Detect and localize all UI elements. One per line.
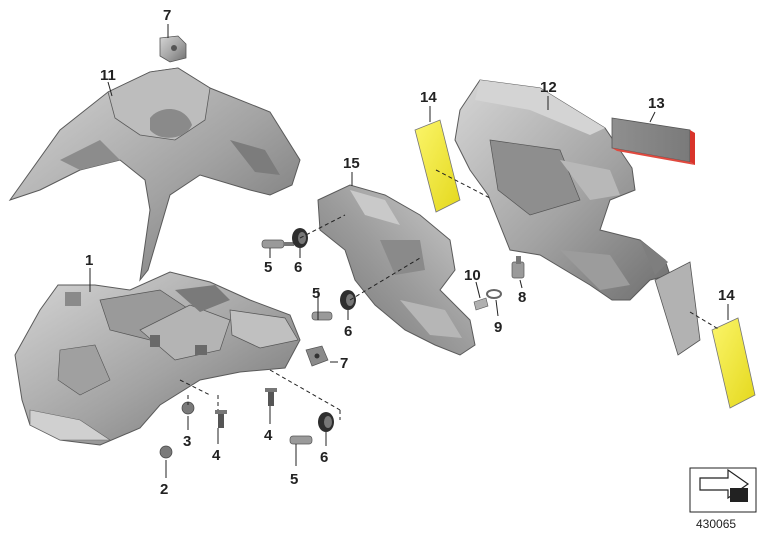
- leader-lines: [89, 24, 729, 478]
- callout-11: 11: [100, 67, 116, 84]
- callouts: 7 11 1 15 12 13 14 14 5 6 5 6 5 6 7 8 9 …: [85, 7, 735, 498]
- part-5-screw-lower: [289, 435, 313, 445]
- callout-8: 8: [518, 289, 526, 306]
- callout-1: 1: [85, 252, 93, 269]
- part-1-carrier: [14, 271, 301, 446]
- callout-4-center: 4: [264, 427, 273, 444]
- callout-3: 3: [183, 433, 191, 450]
- part-6-grommet-middle: [340, 290, 356, 310]
- callout-5-lower: 5: [290, 471, 298, 488]
- callout-6-lower: 6: [320, 449, 328, 466]
- part-6-grommet-lower: [318, 412, 334, 432]
- callout-10: 10: [464, 267, 481, 284]
- part-15-bracket: [317, 184, 476, 356]
- callout-4-left: 4: [212, 447, 221, 464]
- part-5-screw-middle: [311, 311, 333, 321]
- part-10-clip: [473, 297, 489, 311]
- callout-7-top: 7: [163, 7, 171, 24]
- part-4-rivet-left: [215, 410, 227, 428]
- document-arrow-icon: [699, 468, 750, 502]
- callout-2: 2: [160, 481, 168, 498]
- callout-5-middle: 5: [312, 285, 320, 302]
- callout-6-middle: 6: [344, 323, 352, 340]
- callout-12: 12: [540, 79, 557, 96]
- part-9-washer: [486, 289, 502, 299]
- part-5-screw-upper: [261, 239, 294, 249]
- part-7-clip-top: [159, 35, 187, 63]
- callout-13: 13: [648, 95, 665, 112]
- part-8-bolt: [511, 256, 525, 279]
- callout-14-left: 14: [420, 89, 437, 106]
- callout-9: 9: [494, 319, 502, 336]
- callout-15: 15: [343, 155, 360, 172]
- part-12-license-carrier: [454, 79, 671, 301]
- part-4-rivet-center: [265, 388, 277, 406]
- callout-6-upper: 6: [294, 259, 302, 276]
- part-11-fender-cover: [8, 67, 301, 282]
- callout-14-right: 14: [718, 287, 735, 304]
- part-7-clip-side: [305, 345, 329, 367]
- callout-7-side: 7: [340, 355, 348, 372]
- part-14-yellow-reflector-left: [414, 119, 461, 213]
- part-plate-gray: [654, 261, 701, 356]
- part-14-yellow-reflector-right: [711, 317, 756, 409]
- part-13-red-reflector: [611, 117, 695, 165]
- reference-box: 430065: [689, 467, 757, 531]
- callout-5-upper: 5: [264, 259, 272, 276]
- part-2-nut: [159, 445, 173, 459]
- reference-number: 430065: [696, 517, 736, 531]
